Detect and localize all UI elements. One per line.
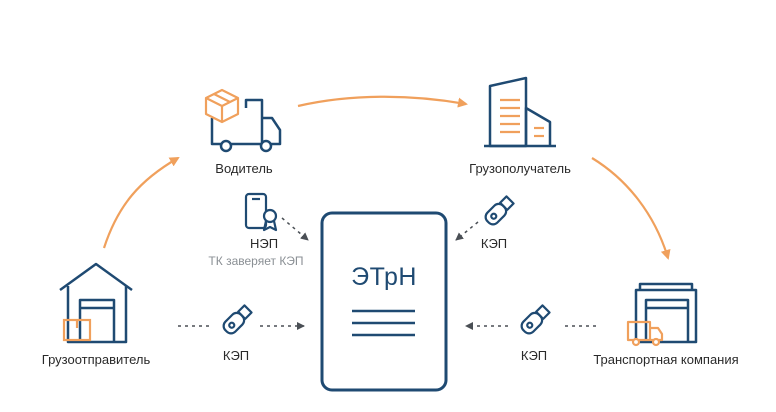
flow-arrow-shipper-to-driver [102, 156, 180, 249]
flow-arrow-driver-to-consignee [297, 95, 468, 108]
usb-token-icon [222, 304, 253, 335]
nep-label: НЭП [249, 236, 279, 251]
document-title: ЭТрН [351, 263, 417, 291]
shipper-label: Грузоотправитель [41, 352, 151, 367]
carrier-label: Транспортная компания [593, 352, 739, 367]
kep-carrier-label: КЭП [520, 348, 548, 363]
phone-certificate-icon [244, 192, 278, 232]
garage-icon [634, 282, 698, 344]
dotted-arrow-nep-to-doc [281, 217, 309, 241]
usb-token-icon [520, 304, 551, 335]
kep-shipper-label: КЭП [222, 348, 250, 363]
flow-arrow-consignee-to-carrier [591, 157, 671, 260]
dotted-arrow-consignee-kep-to-doc [455, 221, 479, 241]
warehouse-box-icon [62, 318, 92, 342]
kep-consignee-label: КЭП [480, 236, 508, 251]
etrn-document-icon [320, 211, 448, 392]
delivery-truck-icon [626, 320, 664, 347]
truck-icon [210, 98, 282, 153]
driver-label: Водитель [215, 161, 273, 176]
usb-token-icon [484, 195, 515, 226]
office-building-icon [484, 76, 556, 148]
consignee-label: Грузополучатель [469, 161, 571, 176]
nep-note: ТК заверяет КЭП [208, 254, 304, 268]
parcel-box-icon [204, 88, 240, 124]
warehouse-icon [59, 262, 133, 344]
building-windows [500, 98, 544, 138]
